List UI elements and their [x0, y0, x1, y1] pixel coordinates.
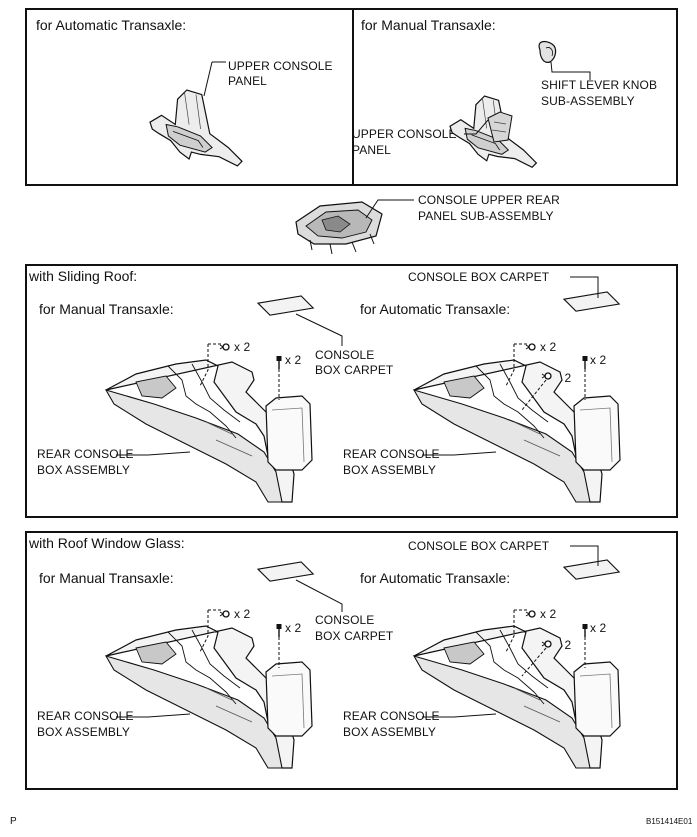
- roof-window-rear-box-label-manual-2: BOX ASSEMBLY: [37, 725, 131, 739]
- roof-window-automatic-title: for Automatic Transaxle:: [360, 570, 511, 586]
- rear-panel-label-1: CONSOLE UPPER REAR: [418, 193, 560, 207]
- sliding-roof-panel: [25, 264, 678, 518]
- figure-code: B151414E01: [646, 817, 693, 826]
- sliding-roof-manual-title: for Manual Transaxle:: [39, 301, 174, 317]
- roof-window-rear-box-label-manual-1: REAR CONSOLE: [37, 709, 134, 723]
- qty-label: x 2: [285, 621, 302, 635]
- qty-label: x 2: [590, 621, 607, 635]
- sliding-roof-carpet-label-2: BOX CARPET: [315, 363, 394, 377]
- sliding-roof-rear-box-label-manual-2: BOX ASSEMBLY: [37, 463, 131, 477]
- qty-label: x 2: [540, 340, 557, 354]
- upper-console-panel-label-auto-2: PANEL: [228, 74, 267, 88]
- qty-label: x 2: [540, 607, 557, 621]
- qty-label: x 2: [285, 353, 302, 367]
- upper-console-panel-label-manual-1: UPPER CONSOLE: [352, 127, 457, 141]
- sliding-roof-rear-box-label-manual-1: REAR CONSOLE: [37, 447, 134, 461]
- top-automatic-title: for Automatic Transaxle:: [36, 17, 187, 33]
- shift-knob-label-1: SHIFT LEVER KNOB: [541, 78, 658, 92]
- rear-panel-label-2: PANEL SUB-ASSEMBLY: [418, 209, 554, 223]
- sliding-roof-carpet-label-1: CONSOLE: [315, 348, 375, 362]
- upper-console-panel-label-manual-2: PANEL: [352, 143, 391, 157]
- page-letter: P: [10, 816, 17, 827]
- roof-window-manual-title: for Manual Transaxle:: [39, 570, 174, 586]
- qty-label: x 2: [234, 607, 251, 621]
- upper-console-panel-label-auto-1: UPPER CONSOLE: [228, 59, 333, 73]
- roof-window-carpet-label-single: CONSOLE BOX CARPET: [408, 539, 550, 553]
- qty-label: x 2: [234, 340, 251, 354]
- roof-window-title: with Roof Window Glass:: [29, 535, 185, 551]
- roof-window-panel: [25, 531, 678, 790]
- roof-window-carpet-label-2: BOX CARPET: [315, 629, 394, 643]
- sliding-roof-carpet-label-single: CONSOLE BOX CARPET: [408, 270, 550, 284]
- sliding-roof-title: with Sliding Roof:: [29, 268, 138, 284]
- roof-window-rear-box-label-auto-1: REAR CONSOLE: [343, 709, 440, 723]
- shift-knob-label-2: SUB-ASSEMBLY: [541, 94, 635, 108]
- top-manual-panel: [352, 8, 678, 186]
- sliding-roof-rear-box-label-auto-1: REAR CONSOLE: [343, 447, 440, 461]
- sliding-roof-rear-box-label-auto-2: BOX ASSEMBLY: [343, 463, 437, 477]
- top-manual-title: for Manual Transaxle:: [361, 17, 496, 33]
- roof-window-carpet-label-1: CONSOLE: [315, 613, 375, 627]
- roof-window-rear-box-label-auto-2: BOX ASSEMBLY: [343, 725, 437, 739]
- sliding-roof-automatic-title: for Automatic Transaxle:: [360, 301, 511, 317]
- qty-label: x 2: [590, 353, 607, 367]
